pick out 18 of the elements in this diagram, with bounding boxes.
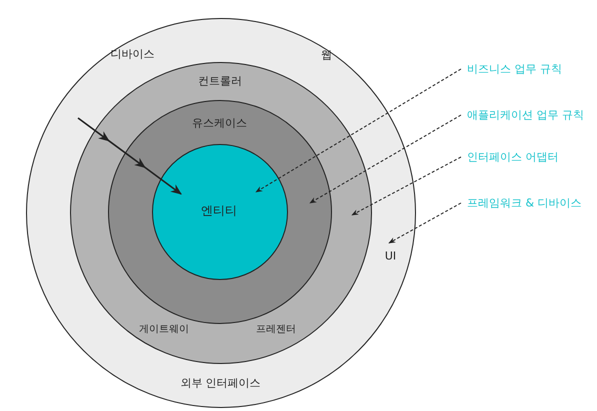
leader-line bbox=[255, 68, 462, 192]
leader-line bbox=[388, 202, 462, 244]
ring-label: 프레젠터 bbox=[256, 323, 296, 336]
ring-label: 엔티티 bbox=[201, 202, 237, 220]
layer-label: 비즈니스 업무 규칙 bbox=[467, 60, 562, 78]
leader-line bbox=[351, 156, 462, 216]
ring-label: 외부 인터페이스 bbox=[180, 375, 261, 390]
ring-label: 컨트롤러 bbox=[198, 74, 242, 88]
ring-label: 유스케이스 bbox=[192, 115, 247, 130]
ring-label: 게이트웨이 bbox=[139, 323, 189, 336]
leader-line bbox=[309, 114, 462, 204]
layer-label: 인터페이스 어댑터 bbox=[467, 148, 558, 166]
layer-label: 프레임워크 & 디바이스 bbox=[467, 194, 582, 212]
ring-label: UI bbox=[384, 249, 396, 262]
ring-label: 웹 bbox=[321, 47, 332, 62]
ring-label: 디바이스 bbox=[110, 46, 154, 61]
layer-label: 애플리케이션 업무 규칙 bbox=[467, 106, 584, 124]
arrow bbox=[78, 117, 182, 195]
